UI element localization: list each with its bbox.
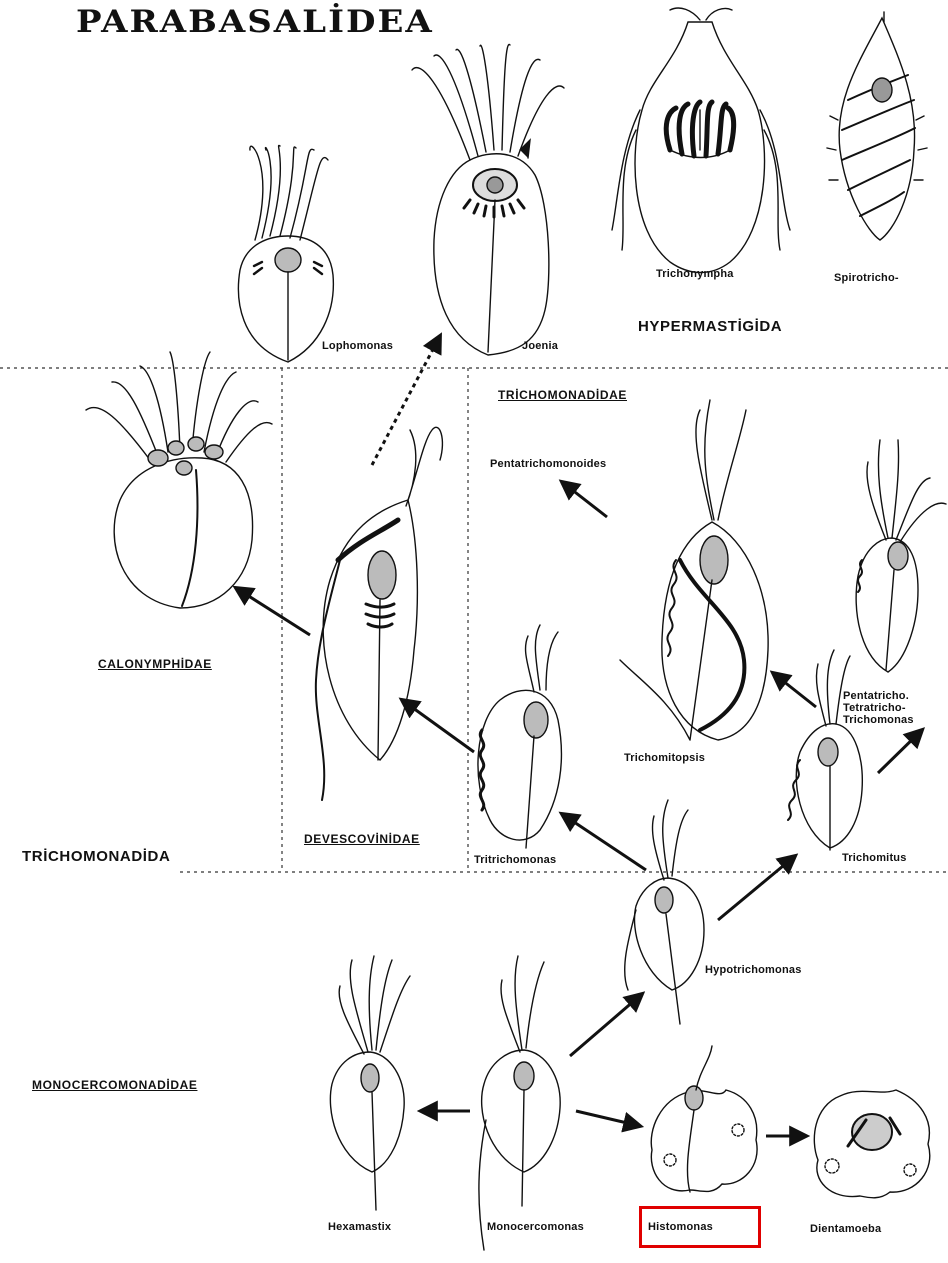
- highlight-box: [639, 1206, 761, 1248]
- label-trichomitopsis: Trichomitopsis: [624, 752, 705, 764]
- dientamoeba-drawing: [814, 1090, 929, 1198]
- label-hypotrichomonas: Hypotrichomonas: [705, 964, 802, 976]
- label-lophomonas: Lophomonas: [322, 340, 393, 352]
- monocercomonas-drawing: [479, 956, 560, 1250]
- lophomonas-drawing: [238, 145, 333, 362]
- pentatrichomonas-drawing: [856, 440, 946, 672]
- arrow-to-calonymphidae: [236, 588, 310, 635]
- trichonympha-drawing: [612, 8, 790, 272]
- label-hexamastix: Hexamastix: [328, 1221, 391, 1233]
- group-label-calonymphidae: CALONYMPHİDAE: [98, 657, 212, 671]
- group-label-trichomonadidae: TRİCHOMONADİDAE: [498, 388, 627, 402]
- group-label-devescovinidae: DEVESCOVİNİDAE: [304, 832, 420, 846]
- section-dividers: [0, 368, 948, 872]
- group-label-hypermastigida: HYPERMASTİGİDA: [638, 318, 782, 335]
- arrow-to-trichomitopsis: [773, 673, 816, 707]
- label-trichonympha: Trichonympha: [656, 268, 734, 280]
- label-tetratricho: Tetratricho-: [843, 702, 914, 714]
- label-pentatricho: Pentatricho.: [843, 690, 914, 702]
- arrow-to-trichomitus: [718, 856, 795, 920]
- arrow-to-hypotrichomonas: [570, 994, 642, 1056]
- label-joenia: Joenia: [522, 340, 558, 352]
- trichomitus-drawing: [788, 650, 862, 850]
- label-dientamoeba: Dientamoeba: [810, 1223, 881, 1235]
- page-title: PARABASALİDEA: [76, 4, 434, 40]
- arrow-to-joenia: [372, 336, 440, 465]
- tritrichomonas-drawing: [478, 625, 561, 848]
- arrow-to-histomonas: [576, 1111, 640, 1126]
- spirotricho-drawing: [827, 12, 927, 240]
- group-label-trichomonadida: TRİCHOMONADİDA: [22, 848, 170, 865]
- hexamastix-drawing: [330, 956, 410, 1210]
- arrow-to-tritrichomonas: [562, 814, 646, 870]
- devescovina-drawing: [316, 427, 443, 800]
- evolution-arrows: [236, 336, 922, 1136]
- group-label-monocercomonadidae: MONOCERCOMONADİDAE: [32, 1078, 197, 1092]
- label-trichomitus: Trichomitus: [842, 852, 907, 864]
- label-spirotricho: Spirotricho-: [834, 272, 899, 284]
- joenia-drawing: [412, 44, 564, 355]
- arrow-to-pentatricho: [878, 730, 922, 773]
- label-tritrichomonas: Tritrichomonas: [474, 854, 556, 866]
- label-trichomonas: Trichomonas: [843, 714, 914, 726]
- label-pentatrichomonoides: Pentatrichomonoides: [490, 458, 606, 470]
- histomonas-drawing: [651, 1046, 757, 1192]
- hypotrichomonas-drawing: [625, 800, 704, 1024]
- arrow-to-pentatrichomonoides: [562, 482, 607, 517]
- arrow-to-devescovinidae: [402, 700, 474, 752]
- calonympha-drawing: [86, 352, 272, 608]
- trichomitopsis-drawing: [620, 400, 768, 740]
- label-pentatricho-group: Pentatricho. Tetratricho- Trichomonas: [843, 690, 914, 726]
- label-monocercomonas: Monocercomonas: [487, 1221, 584, 1233]
